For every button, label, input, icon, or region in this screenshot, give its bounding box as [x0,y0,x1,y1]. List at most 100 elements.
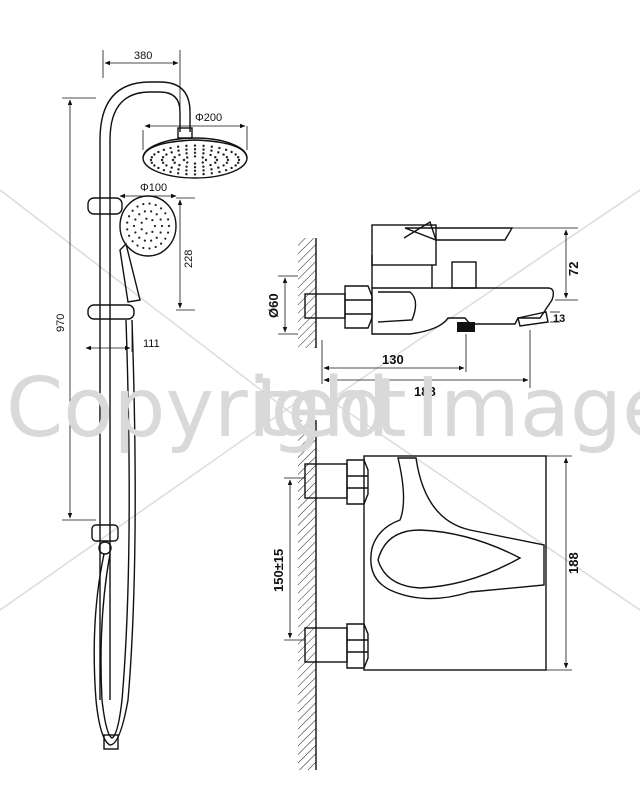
hand-nozzle [138,213,141,216]
rain-nozzle [202,152,205,155]
rain-nozzle [162,168,166,172]
hand-nozzle [127,215,131,218]
dim-handshower-diameter: Φ100 [140,182,167,194]
hand-nozzle [164,237,167,240]
hand-nozzle [127,234,131,237]
hand-nozzle [154,203,157,207]
rain-nozzle [234,164,237,167]
hand-nozzle [136,205,139,208]
rain-nozzle [209,153,212,157]
rain-nozzle [185,172,188,176]
rain-nozzle [193,144,197,147]
rain-nozzle [193,169,197,172]
rain-nozzle [202,165,205,168]
dim-body-height: 72 [566,262,581,276]
hand-nozzle [148,202,151,205]
hand-nozzle [143,239,146,242]
rain-nozzle [230,150,233,154]
rain-nozzle [176,172,180,175]
hand-nozzle [151,219,154,222]
hand-nozzle [160,224,164,228]
rain-nozzle [185,165,188,168]
hand-nozzle [143,210,146,213]
dim-outlet-offset: 111 [143,338,160,350]
shower-column-drawing [87,81,248,750]
hand-nozzle [167,224,171,228]
rain-nozzle [210,172,214,175]
rain-nozzle [226,158,230,162]
hand-nozzle [145,232,148,235]
hand-nozzle [134,231,137,234]
rain-nozzle [214,161,217,164]
rain-nozzle [222,164,225,167]
rain-nozzle [173,156,176,159]
rain-nozzle [170,166,173,169]
rain-nozzle [218,146,221,150]
dim-front-width: 188 [566,552,581,574]
hand-nozzle [131,209,134,212]
rain-nozzle [157,150,160,154]
rain-nozzle [193,151,197,154]
rain-nozzle [165,153,168,156]
dim-inlet-centers: 150±15 [271,549,286,592]
rain-nozzle [236,155,240,159]
rain-nozzle [193,173,197,176]
rain-nozzle [165,164,168,167]
dim-column-width: 380 [134,50,152,62]
hand-nozzle [159,242,163,245]
hand-nozzle [131,240,134,243]
rain-head-nozzles [149,144,241,176]
dim-pipe-diameter: Ø60 [266,293,281,318]
rain-nozzle [185,144,188,148]
rain-nozzle [224,168,228,172]
rain-nozzle [217,166,220,169]
dim-spout-reach: 188 [414,384,436,399]
rain-nozzle [162,148,166,152]
hand-nozzle [136,244,139,247]
rain-nozzle [150,161,154,165]
rain-nozzle [157,166,160,170]
rain-nozzle [193,162,197,165]
hand-nozzle [166,218,170,221]
bath-mixer-side-dimensions [278,227,578,388]
rain-nozzle [161,156,165,159]
rain-nozzle [202,144,205,148]
rain-nozzle [169,170,172,174]
bath-mixer-side-view [298,220,555,348]
rain-nozzle [182,158,186,162]
rain-nozzle [202,148,205,151]
dim-head-diameter: Φ200 [195,112,222,124]
rain-nozzle [202,172,205,176]
hand-nozzle [153,224,157,228]
hand-nozzle [159,207,163,210]
rain-nozzle [185,152,188,155]
hand-nozzle [142,246,145,250]
rain-nozzle [177,168,180,171]
bath-mixer-front-dimensions [284,455,572,671]
rain-nozzle [149,158,153,162]
rain-nozzle [186,156,189,159]
rain-nozzle [215,158,219,162]
hand-nozzle [166,231,170,234]
rain-nozzle [222,153,225,156]
shower-column-dimensions [62,50,248,521]
hand-nozzle [150,210,153,213]
watermark-text-right: ted Image [255,361,640,456]
rain-nozzle [201,161,204,164]
hand-nozzle [159,218,162,221]
hand-nozzle [150,239,153,242]
hand-nozzle [134,218,137,221]
rain-nozzle [178,163,181,167]
rain-nozzle [214,156,217,159]
rain-nozzle [193,148,197,151]
dim-total-height: 970 [55,314,67,332]
hand-nozzle [132,224,136,228]
hand-nozzle [126,228,129,231]
dim-inlet-depth: 130 [382,352,404,367]
rain-nozzle [161,161,165,164]
hand-shower-nozzles [126,202,171,250]
rain-nozzle [234,153,237,156]
rain-nozzle [193,166,197,169]
dim-handshower-drop: 228 [183,250,195,268]
